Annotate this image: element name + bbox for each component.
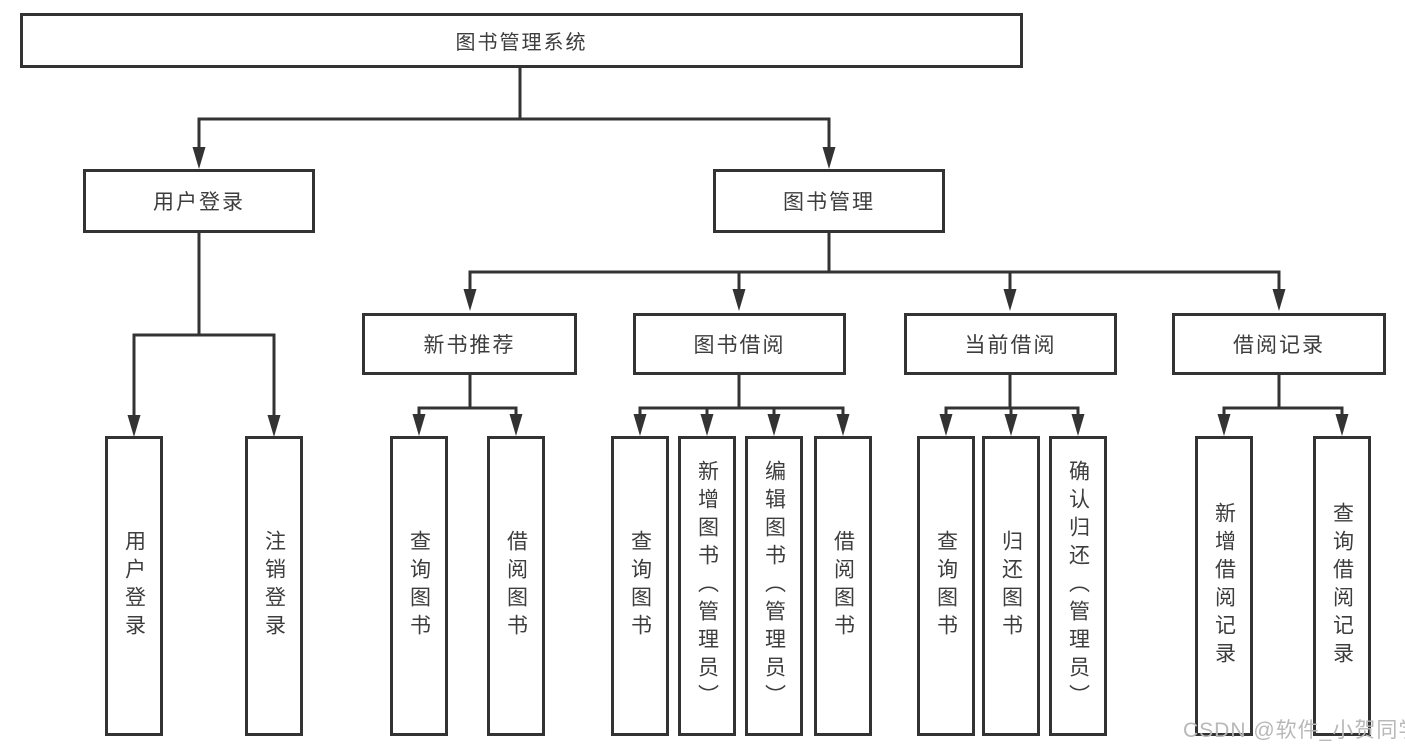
node-label: 借阅记录 [1233,334,1325,357]
node-leaf-edit-book-admin: 编辑图书（管理员） [745,436,803,736]
node-label: 查询图书 [934,530,958,642]
node-leaf-return-book: 归还图书 [982,436,1040,736]
node-label: 借阅图书 [504,530,528,642]
node-leaf-borrow-book-2: 借阅图书 [814,436,872,736]
node-book-management: 图书管理 [713,169,945,233]
node-current-borrowing: 当前借阅 [904,313,1117,375]
node-label: 新增图书（管理员） [695,460,719,712]
node-label: 查询借阅记录 [1330,502,1354,670]
node-new-book-recommendation: 新书推荐 [362,313,577,375]
node-leaf-query-book-2: 查询图书 [611,436,669,736]
node-leaf-add-book-admin: 新增图书（管理员） [678,436,736,736]
node-label: 图书借阅 [693,334,786,357]
node-leaf-logout: 注销登录 [245,436,303,736]
node-leaf-borrow-book-1: 借阅图书 [487,436,545,736]
node-leaf-confirm-return-admin: 确认归还（管理员） [1049,436,1107,736]
watermark: CSDN @软件_小贺同学 [1183,719,1405,742]
node-label: 图书管理系统 [455,32,588,54]
node-borrow-records: 借阅记录 [1172,313,1386,375]
node-label: 归还图书 [999,530,1023,642]
node-label: 查询图书 [628,530,652,642]
node-label: 用户登录 [122,530,146,642]
node-library-management-system: 图书管理系统 [20,13,1023,68]
node-user-login: 用户登录 [83,169,315,233]
node-label: 新增借阅记录 [1212,502,1236,670]
node-leaf-add-borrow-record: 新增借阅记录 [1195,436,1253,736]
node-label: 注销登录 [262,530,286,642]
node-label: 当前借阅 [964,334,1057,357]
node-leaf-query-book-1: 查询图书 [390,436,448,736]
node-label: 借阅图书 [831,530,855,642]
node-label: 用户登录 [153,191,245,214]
node-label: 新书推荐 [423,334,516,357]
node-leaf-query-book-3: 查询图书 [917,436,975,736]
node-book-borrowing: 图书借阅 [633,313,846,375]
node-label: 编辑图书（管理员） [762,460,786,712]
node-leaf-user-login: 用户登录 [105,436,163,736]
node-label: 查询图书 [407,530,431,642]
node-leaf-query-borrow-record: 查询借阅记录 [1313,436,1371,736]
node-label: 图书管理 [783,191,875,214]
node-label: 确认归还（管理员） [1066,460,1090,712]
